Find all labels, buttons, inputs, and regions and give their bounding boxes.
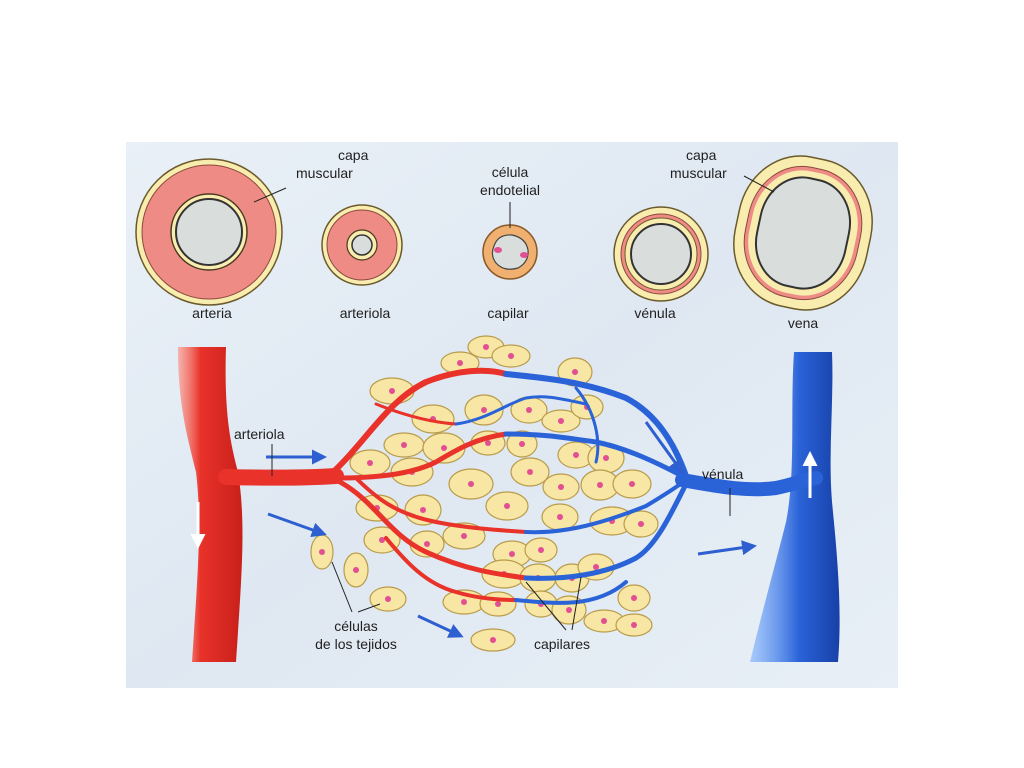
arteriola-cross-section <box>321 204 403 286</box>
vein-vessel <box>750 352 840 662</box>
callout-line-celulas-2 <box>357 603 381 613</box>
callout-line-capa-muscular-1 <box>253 187 287 203</box>
callout-capa-muscular-2-line1: capa <box>686 147 717 163</box>
flow-arrows <box>190 421 818 638</box>
network-label-capilares: capilares <box>534 636 590 652</box>
network-label-venula: vénula <box>702 466 743 482</box>
vena-cross-section <box>733 155 873 311</box>
callout-capa-muscular-2-line2: muscular <box>670 165 727 181</box>
callout-line-celulas-1 <box>331 561 353 613</box>
venula-cross-section <box>613 206 709 302</box>
label-capilar: capilar <box>487 305 529 321</box>
arrow-tissue-lower <box>417 614 464 638</box>
arteriole-network <box>218 367 529 602</box>
arrow-into-vein <box>697 540 757 556</box>
arteria-cross-section <box>135 158 283 306</box>
arrow-toward-venule <box>644 421 684 475</box>
venule-network <box>454 371 823 605</box>
callout-capa-muscular-1-line2: muscular <box>296 165 353 181</box>
capilar-cross-section <box>482 224 538 280</box>
callout-line-capilares-2 <box>571 576 582 631</box>
callout-celula-endotelial-line1: célula <box>492 164 529 180</box>
label-arteria: arteria <box>192 305 232 321</box>
network-label-arteriola: arteriola <box>234 426 285 442</box>
label-arteriola: arteriola <box>340 305 391 321</box>
callout-line-capilares-1 <box>525 581 567 631</box>
network-label-celulas-line2: de los tejidos <box>315 636 397 652</box>
callout-celula-endotelial-line2: endotelial <box>480 182 540 198</box>
circulation-diagram: capa muscular célula endotelial capa mus… <box>126 142 898 688</box>
callout-capa-muscular-1-line1: capa <box>338 147 369 163</box>
network-label-celulas-line1: células <box>334 618 378 634</box>
artery-vessel <box>178 347 243 662</box>
callout-line-capa-muscular-2 <box>743 175 775 193</box>
label-vena: vena <box>788 315 819 331</box>
arrow-tissue-upper <box>267 512 327 538</box>
label-venula: vénula <box>634 305 675 321</box>
